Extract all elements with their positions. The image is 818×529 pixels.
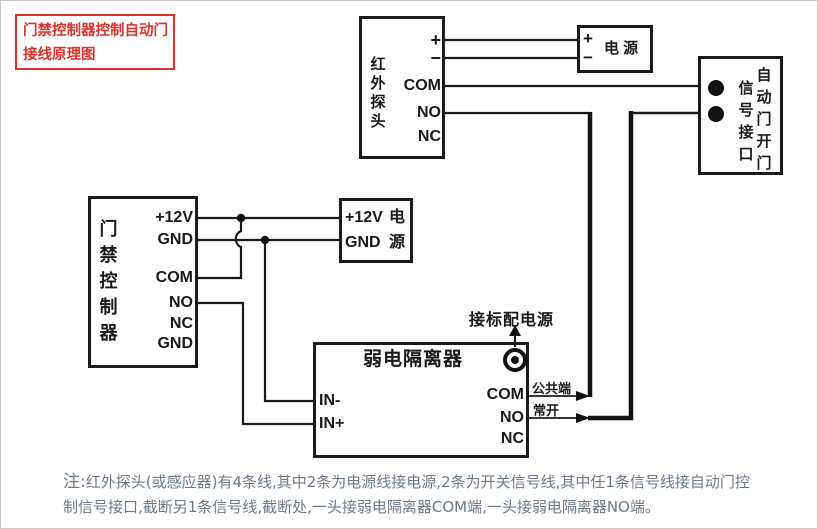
isolator-terminal-no: NO (500, 409, 524, 426)
wire-12v-to-com-with-hop (198, 218, 243, 280)
controller-terminal-com: COM (155, 269, 193, 286)
isolator-terminal-nc: NC (500, 430, 524, 447)
diagram-title-line2: 接线原理图 (23, 47, 96, 63)
note-text: 注:红外探头(或感应器)有4条线,其中2条为电源线接电源,2条为开关信号线,其中… (63, 470, 803, 520)
ir-terminal-nc: NC (417, 128, 441, 145)
ir-terminal-com: COM (403, 77, 441, 94)
diagram-title-box: 门禁控制器控制自动门 接线原理图 (15, 14, 175, 70)
power12v-terminal-12v: +12V (345, 209, 383, 226)
controller-terminal-gnd1: GND (157, 231, 193, 248)
power-terminal-minus: − (583, 48, 593, 67)
wire-gnd-to-in-minus (263, 240, 314, 403)
auto-door-interface-box: 自动门开门 信号接口 (698, 56, 783, 175)
note-line1-text: 红外探头(或感应器)有4条线,其中2条为电源线接电源,2条为开关信号线,其中任1… (85, 473, 750, 491)
ir-terminal-plus: + (430, 30, 441, 50)
ir-sensor-box: 红外探头 + − COM NO NC (359, 16, 445, 159)
power12v-label-char2: 源 (389, 234, 406, 251)
auto-door-label-col2: 信号接口 (738, 79, 754, 163)
access-controller-label: 门禁控制器 (99, 219, 118, 344)
isolator-box: 弱电隔离器 IN- IN+ COM NO NC (313, 342, 529, 458)
controller-terminal-no: NO (169, 294, 193, 311)
note-prefix: 注: (63, 472, 86, 492)
door-terminal-dot-bottom (708, 106, 724, 122)
controller-terminal-12v: +12V (155, 209, 193, 226)
ir-terminal-no: NO (417, 104, 441, 121)
wire-no-to-in-plus (198, 301, 314, 426)
ir-terminal-minus: − (430, 48, 441, 68)
isolator-title: 弱电隔离器 (363, 348, 464, 370)
isolator-power-terminal-icon (503, 348, 527, 372)
common-terminal-label: 公共端 (532, 382, 572, 397)
isolator-terminal-in-plus: IN+ (319, 415, 345, 432)
controller-terminal-nc: NC (169, 315, 193, 332)
note-line2: 制信号接口,截断另1条信号线,截断处,一头接弱电隔离器COM端,一头接弱电隔离器… (63, 498, 660, 516)
isolator-terminal-in-minus: IN- (319, 392, 341, 409)
note-line1: 注:红外探头(或感应器)有4条线,其中2条为电源线接电源,2条为开关信号线,其中… (63, 470, 803, 495)
controller-terminal-gnd2: GND (157, 335, 193, 352)
power-supply-box: + − 电 源 (577, 25, 653, 73)
arrowhead-common (576, 391, 590, 401)
auto-door-label-col1: 自动门开门 (756, 66, 772, 172)
power-terminal-plus: + (583, 29, 593, 48)
junction-dot-12v (236, 213, 246, 223)
power-supply-label: 电 源 (604, 40, 639, 57)
isolator-terminal-com: COM (486, 386, 524, 403)
normally-open-label: 常开 (533, 404, 560, 419)
door-terminal-dot-top (708, 80, 724, 96)
junction-dot-gnd (260, 235, 270, 245)
wire-thick-normally-open (588, 111, 634, 421)
ir-sensor-label: 红外探头 (370, 55, 386, 130)
power12v-label-char1: 电 (389, 209, 406, 226)
power12v-terminal-gnd: GND (345, 234, 381, 251)
isolator-power-terminal-dot (511, 356, 519, 364)
power-12v-box: +12V GND 电 源 (339, 198, 413, 263)
diagram-title-line1: 门禁控制器控制自动门 (23, 23, 168, 39)
arrowhead-normally-open (576, 413, 590, 423)
power-tag-label: 接标配电源 (469, 310, 555, 329)
access-controller-box: 门禁控制器 +12V GND COM NO NC GND (88, 196, 198, 368)
